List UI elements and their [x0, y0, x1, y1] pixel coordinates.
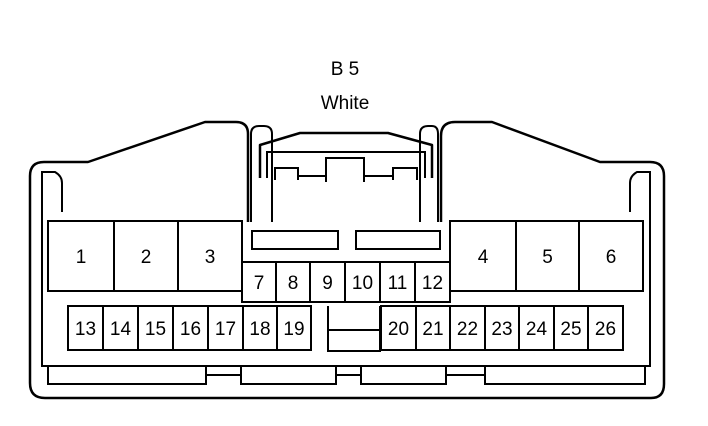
pin-cell-5: 5	[515, 220, 580, 292]
pin-box	[515, 220, 580, 292]
pin-cell-11: 11	[379, 261, 416, 303]
pin-number: 11	[388, 273, 408, 294]
pin-cell-4: 4	[449, 220, 517, 292]
pin-cell-26: 26	[587, 305, 624, 351]
pin-number: 13	[75, 319, 96, 340]
pin-number: 3	[205, 247, 216, 268]
pin-cell-3: 3	[177, 220, 243, 292]
pin-box	[414, 261, 451, 303]
pin-box	[578, 220, 644, 292]
pin-cell-22: 22	[449, 305, 486, 351]
connector-housing	[28, 120, 666, 400]
pin-box	[177, 220, 243, 292]
pin-cell-19: 19	[276, 305, 312, 351]
pin-number: 8	[288, 273, 299, 294]
pin-cell-12: 12	[414, 261, 451, 303]
pin-box	[449, 220, 517, 292]
pin-cell-2: 2	[113, 220, 179, 292]
pin-cell-20: 20	[380, 305, 417, 351]
pin-number: 7	[254, 273, 265, 294]
pin-box	[379, 261, 416, 303]
pin-number: 4	[478, 247, 489, 268]
pin-number: 6	[606, 247, 617, 268]
pin-number: 20	[388, 319, 409, 340]
pin-number: 26	[595, 319, 616, 340]
pin-number: 23	[491, 319, 512, 340]
pin-cell-1: 1	[47, 220, 115, 292]
pin-cell-9: 9	[309, 261, 346, 303]
pin-number: 2	[141, 247, 152, 268]
pin-box	[275, 261, 311, 303]
pin-cell-7: 7	[241, 261, 277, 303]
pin-cell-21: 21	[415, 305, 451, 351]
pin-cell-17: 17	[207, 305, 244, 351]
pin-number: 9	[322, 273, 333, 294]
pin-cell-14: 14	[102, 305, 139, 351]
pin-cell-8: 8	[275, 261, 311, 303]
pin-cell-6: 6	[578, 220, 644, 292]
pin-number: 15	[145, 319, 166, 340]
pin-box	[113, 220, 179, 292]
connector-code: B 5	[331, 59, 360, 80]
pin-cell-15: 15	[137, 305, 174, 351]
pin-number: 24	[526, 319, 548, 340]
pin-box	[518, 305, 555, 351]
pin-box	[276, 305, 312, 351]
pin-cell-24: 24	[518, 305, 555, 351]
pin-cell-16: 16	[172, 305, 209, 351]
pin-box	[172, 305, 209, 351]
pin-cell-10: 10	[344, 261, 381, 303]
pin-number: 17	[215, 319, 236, 340]
pin-number: 25	[560, 319, 581, 340]
pin-box	[67, 305, 104, 351]
pin-number: 1	[76, 247, 87, 268]
pin-cell-13: 13	[67, 305, 104, 351]
pin-number: 14	[110, 319, 132, 340]
pin-box	[47, 220, 115, 292]
pin-number: 21	[422, 319, 443, 340]
pin-number: 12	[422, 273, 443, 294]
pin-number: 22	[457, 319, 478, 340]
pin-cell-25: 25	[553, 305, 589, 351]
pin-cell-18: 18	[242, 305, 278, 351]
pin-box	[309, 261, 346, 303]
connector-color: White	[321, 93, 370, 114]
pin-number: 10	[352, 273, 373, 294]
pin-number: 19	[283, 319, 304, 340]
pin-number: 5	[542, 247, 553, 268]
pin-number: 18	[249, 319, 270, 340]
pin-box	[587, 305, 624, 351]
pin-cell-23: 23	[484, 305, 520, 351]
pin-number: 16	[180, 319, 201, 340]
pin-box	[344, 261, 381, 303]
